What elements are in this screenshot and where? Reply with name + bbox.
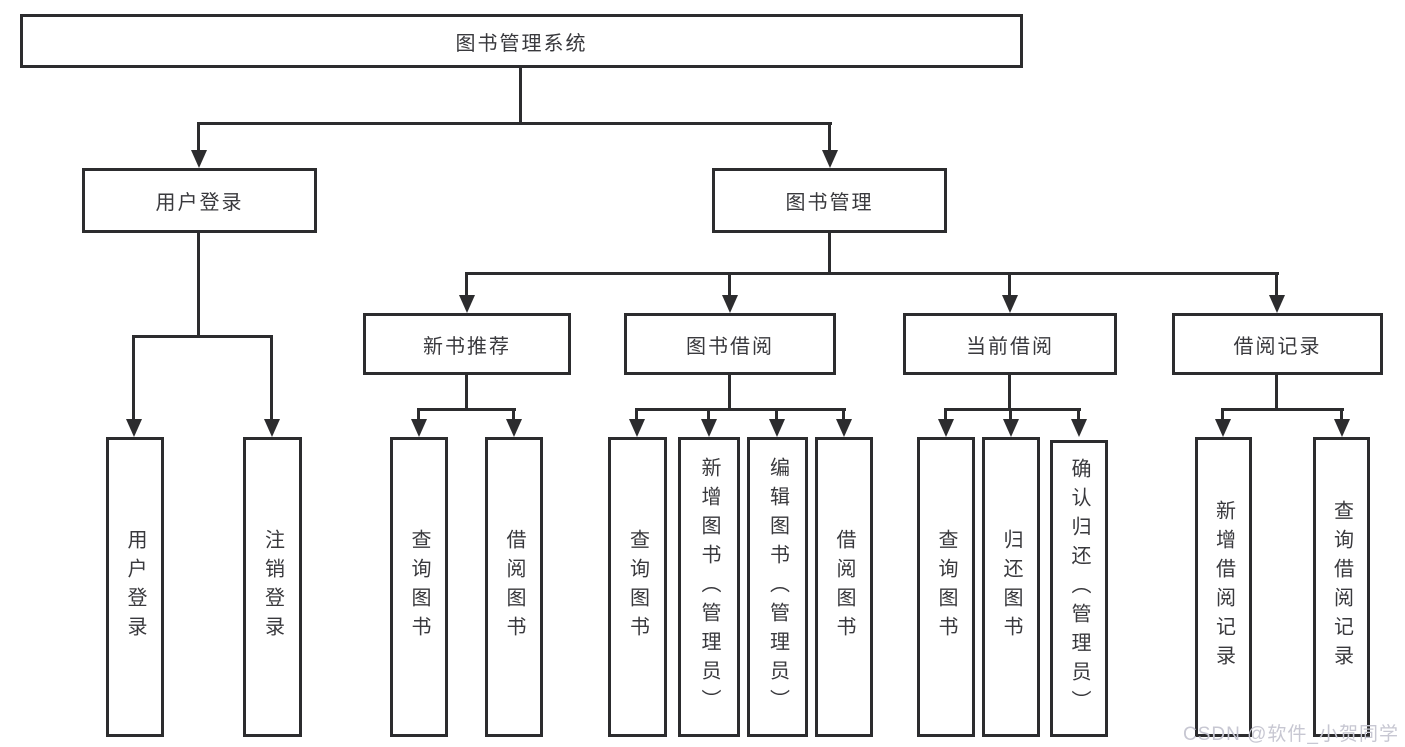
node-new-book-recommend-label: 新书推荐	[423, 335, 511, 358]
leaf-bb-add-book: 新增图书（管理员）	[678, 437, 740, 737]
connector-arrow-bb-query-stem	[635, 408, 638, 422]
leaf-bb-query-book: 查询图书	[608, 437, 667, 737]
connector-arrow-user-login-stem	[197, 122, 200, 154]
leaf-logout-label: 注销登录	[261, 529, 284, 645]
arrowhead-leaf-user-login	[126, 419, 142, 437]
arrowhead-borrow-records	[1269, 295, 1285, 313]
connector-arrow-leaf-user-login-stem	[132, 335, 135, 421]
node-book-management: 图书管理	[712, 168, 947, 233]
connector-arrow-book-borrow-stem	[728, 272, 731, 298]
arrowhead-bb-borrow	[836, 419, 852, 437]
arrowhead-cb-return	[1003, 419, 1019, 437]
connector-user-login-stem	[197, 233, 200, 335]
node-book-management-label: 图书管理	[785, 192, 874, 214]
connector-arrow-bb-add-stem	[707, 408, 710, 422]
connector-arrow-cb-query-stem	[944, 408, 947, 422]
leaf-bb-borrow-book-label: 借阅图书	[833, 529, 855, 645]
leaf-cb-confirm-return-label: 确认归还（管理员）	[1068, 458, 1090, 719]
arrowhead-nb-query	[411, 419, 427, 437]
arrowhead-book-borrow	[722, 295, 738, 313]
leaf-nb-borrow-book-label: 借阅图书	[503, 529, 525, 645]
connector-borrow-records-branch	[1221, 408, 1344, 411]
connector-book-borrow-branch	[635, 408, 846, 411]
arrowhead-bb-query	[629, 419, 645, 437]
leaf-bb-add-book-label: 新增图书（管理员）	[698, 456, 720, 718]
arrowhead-leaf-logout	[264, 419, 280, 437]
arrowhead-br-add	[1215, 419, 1231, 437]
leaf-cb-return-book-label: 归还图书	[1000, 529, 1022, 645]
arrowhead-user-login	[191, 150, 207, 168]
leaf-cb-query-book: 查询图书	[917, 437, 975, 737]
arrowhead-cb-confirm	[1071, 419, 1087, 437]
node-borrow-records-label: 借阅记录	[1233, 335, 1322, 358]
connector-arrow-cb-return-stem	[1009, 408, 1012, 422]
node-root-label: 图书管理系统	[455, 32, 588, 55]
connector-borrow-records-stem	[1275, 375, 1278, 411]
connector-root-stem	[519, 68, 522, 125]
connector-arrow-leaf-logout-stem	[270, 335, 273, 421]
connector-current-borrow-branch	[944, 408, 1081, 411]
leaf-cb-query-book-label: 查询图书	[935, 529, 957, 645]
csdn-watermark: CSDN @软件_小贺同学	[1183, 724, 1399, 745]
connector-arrow-book-management-stem	[828, 122, 831, 154]
node-user-login: 用户登录	[82, 168, 317, 233]
leaf-br-add-record-label: 新增借阅记录	[1212, 500, 1235, 674]
connector-arrow-bb-borrow-stem	[842, 408, 845, 422]
connector-root-branch	[197, 122, 832, 125]
connector-new-book-stem	[465, 375, 468, 411]
connector-book-borrow-stem	[728, 375, 731, 411]
leaf-bb-edit-book: 编辑图书（管理员）	[747, 437, 808, 737]
leaf-bb-query-book-label: 查询图书	[626, 529, 649, 645]
leaf-br-query-record: 查询借阅记录	[1313, 437, 1370, 737]
arrowhead-book-management	[822, 150, 838, 168]
leaf-nb-borrow-book: 借阅图书	[485, 437, 543, 737]
arrowhead-new-book-recommend	[459, 295, 475, 313]
connector-arrow-cb-confirm-stem	[1077, 408, 1080, 422]
leaf-cb-return-book: 归还图书	[982, 437, 1040, 737]
connector-arrow-bb-edit-stem	[775, 408, 778, 422]
connector-arrow-br-query-stem	[1340, 408, 1343, 422]
arrowhead-current-borrow	[1002, 295, 1018, 313]
leaf-bb-edit-book-label: 编辑图书（管理员）	[766, 456, 789, 718]
arrowhead-br-query	[1334, 419, 1350, 437]
connector-arrow-nb-query-stem	[417, 408, 420, 422]
leaf-br-query-record-label: 查询借阅记录	[1330, 500, 1353, 674]
connector-arrow-current-borrow-stem	[1008, 272, 1011, 298]
node-borrow-records: 借阅记录	[1172, 313, 1383, 375]
arrowhead-cb-query	[938, 419, 954, 437]
leaf-br-add-record: 新增借阅记录	[1195, 437, 1252, 737]
node-book-borrow-label: 图书借阅	[686, 335, 774, 358]
connector-arrow-br-add-stem	[1221, 408, 1224, 422]
connector-arrow-nb-borrow-stem	[512, 408, 515, 422]
arrowhead-bb-edit	[769, 419, 785, 437]
connector-book-management-branch	[465, 272, 1279, 275]
leaf-nb-query-book-label: 查询图书	[408, 529, 430, 645]
arrowhead-bb-add	[701, 419, 717, 437]
connector-new-book-branch	[417, 408, 516, 411]
leaf-user-login-label: 用户登录	[124, 529, 146, 645]
node-book-borrow: 图书借阅	[624, 313, 836, 375]
node-user-login-label: 用户登录	[155, 192, 244, 214]
connector-arrow-new-book-stem	[465, 272, 468, 298]
leaf-bb-borrow-book: 借阅图书	[815, 437, 873, 737]
leaf-nb-query-book: 查询图书	[390, 437, 448, 737]
arrowhead-nb-borrow	[506, 419, 522, 437]
leaf-user-login: 用户登录	[106, 437, 164, 737]
node-new-book-recommend: 新书推荐	[363, 313, 571, 375]
connector-arrow-borrow-records-stem	[1275, 272, 1278, 298]
leaf-logout: 注销登录	[243, 437, 302, 737]
connector-current-borrow-stem	[1008, 375, 1011, 411]
node-current-borrow: 当前借阅	[903, 313, 1117, 375]
connector-book-management-stem	[828, 233, 831, 275]
leaf-cb-confirm-return: 确认归还（管理员）	[1050, 440, 1108, 737]
node-current-borrow-label: 当前借阅	[966, 335, 1054, 358]
node-root: 图书管理系统	[20, 14, 1023, 68]
connector-user-login-branch	[132, 335, 273, 338]
